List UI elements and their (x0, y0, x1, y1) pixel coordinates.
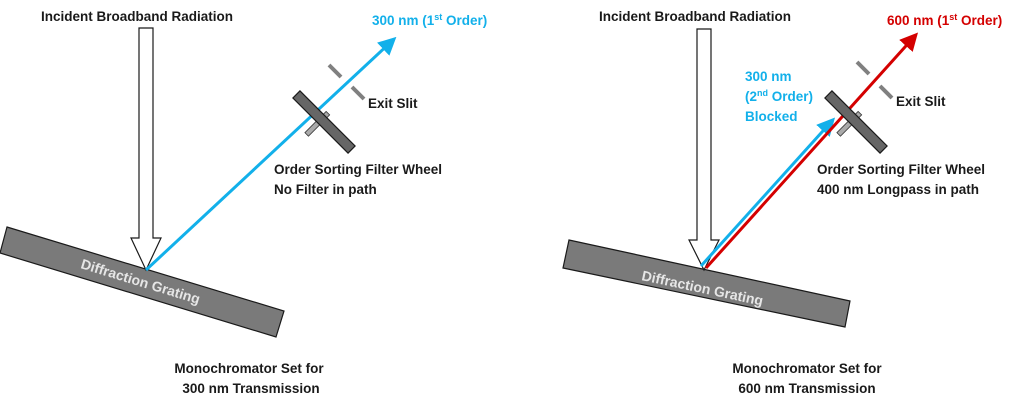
incident-label: Incident Broadband Radiation (599, 9, 791, 24)
beam-label: 300 nm (1st Order) (372, 12, 487, 28)
blocked-label-line3: Blocked (745, 109, 798, 124)
filter-label-line2: No Filter in path (274, 182, 377, 197)
exit-slit-label: Exit Slit (896, 94, 946, 109)
caption-line2: 600 nm Transmission (738, 381, 875, 396)
incident-arrow (688, 28, 720, 272)
blocked-label-line2: (2nd Order) (745, 88, 813, 104)
filter-label-line2: 400 nm Longpass in path (817, 182, 979, 197)
caption-line1: Monochromator Set for (174, 361, 324, 376)
exit-slit-lower (878, 84, 894, 100)
diffracted-beam-300nm (144, 36, 397, 272)
exit-slit-upper (855, 60, 871, 76)
diffracted-beam-600nm (704, 32, 919, 270)
caption-line2: 300 nm Transmission (182, 381, 319, 396)
filter-label-line1: Order Sorting Filter Wheel (817, 162, 985, 177)
filter-wheel (292, 90, 356, 154)
blocked-beam-300nm (699, 117, 836, 268)
exit-slit-label: Exit Slit (368, 96, 418, 111)
exit-slit-upper (327, 63, 343, 79)
caption-line1: Monochromator Set for (732, 361, 882, 376)
beam-label: 600 nm (1st Order) (887, 12, 1002, 28)
right-panel: Diffraction Grating Incident Broadband R… (562, 9, 1002, 396)
blocked-label-line1: 300 nm (745, 69, 792, 84)
diffraction-grating (562, 239, 851, 328)
diffraction-grating (0, 226, 285, 338)
left-panel: Diffraction Grating Incident Broadband R… (0, 9, 487, 396)
incident-label: Incident Broadband Radiation (41, 9, 233, 24)
exit-slit-lower (350, 85, 366, 101)
filter-wheel (824, 90, 888, 154)
filter-label-line1: Order Sorting Filter Wheel (274, 162, 442, 177)
incident-arrow (130, 27, 162, 272)
